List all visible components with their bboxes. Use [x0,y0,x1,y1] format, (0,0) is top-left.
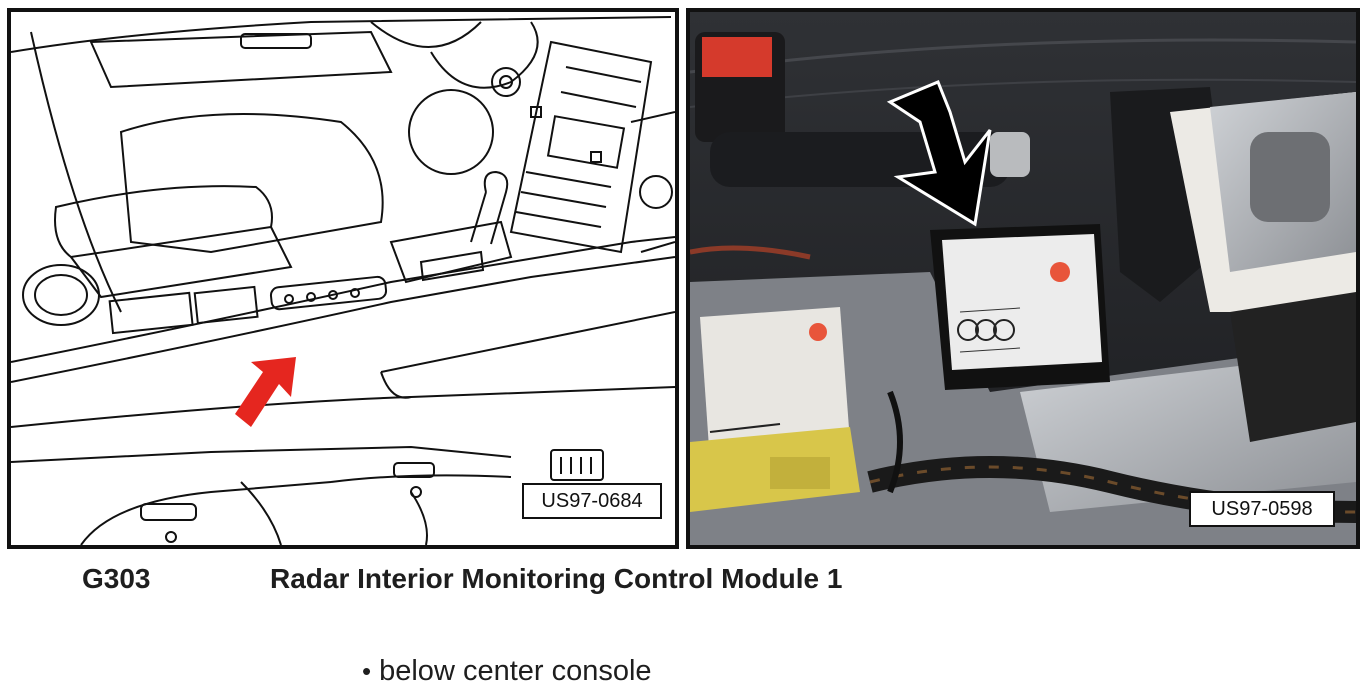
module-location-photo: US97-0598 [686,8,1360,549]
red-location-arrow [235,357,296,427]
location-text: below center console [379,655,652,687]
console-line-drawing [11,16,675,545]
bullet-icon: • [362,656,372,686]
component-code: G303 [82,563,151,594]
figure-reference-label: US97-0598 [1189,491,1335,527]
photo-rendering [690,12,1356,545]
figure-reference-label: US97-0684 [522,483,662,519]
center-console-illustration: US97-0684 [7,8,679,549]
location-note: •below center console [362,655,652,688]
black-location-arrow [886,80,992,227]
component-title: Radar Interior Monitoring Control Module… [270,563,843,594]
